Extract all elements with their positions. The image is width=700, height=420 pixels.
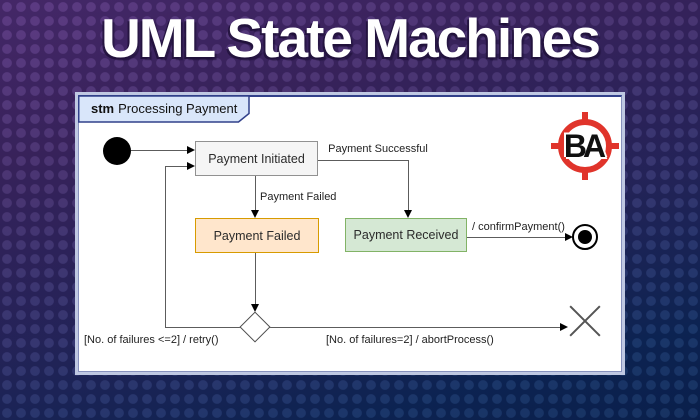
state-payment-failed: Payment Failed [195, 218, 319, 253]
transition-line [467, 237, 565, 238]
frame-tab-shape [78, 95, 250, 123]
transition-line [255, 176, 256, 210]
state-label: Payment Initiated [208, 151, 305, 166]
arrowhead-icon [187, 146, 195, 154]
transition-line [131, 150, 187, 151]
transition-line [165, 166, 187, 167]
brand-logo: BA [550, 111, 620, 181]
transition-line [165, 327, 244, 328]
arrowhead-icon [560, 323, 568, 331]
arrowhead-icon [187, 162, 195, 170]
crosshair-tick-icon [610, 143, 619, 149]
crosshair-tick-icon [551, 143, 560, 149]
transition-label-abort: [No. of failures=2] / abortProcess() [326, 334, 494, 346]
brand-logo-letters: BA [563, 127, 606, 164]
crosshair-ring-icon [558, 119, 612, 173]
crosshair-tick-icon [582, 112, 588, 121]
arrowhead-icon [251, 210, 259, 218]
arrowhead-icon [565, 233, 573, 241]
transition-label-payment-failed: Payment Failed [260, 191, 337, 203]
transition-line [255, 253, 256, 304]
final-state-node [572, 224, 598, 250]
crosshair-tick-icon [582, 171, 588, 180]
transition-line [318, 160, 409, 161]
transition-label-payment-successful: Payment Successful [328, 143, 428, 155]
terminate-node [570, 306, 600, 336]
page-title: UML State Machines [101, 7, 601, 69]
state-payment-received: Payment Received [345, 218, 467, 252]
arrowhead-icon [251, 304, 259, 312]
transition-label-confirm-payment: / confirmPayment() [472, 221, 565, 233]
arrowhead-icon [404, 210, 412, 218]
frame-keyword: stm [91, 101, 115, 116]
choice-diamond-node [239, 311, 271, 343]
transition-line [165, 166, 166, 327]
transition-line [266, 327, 560, 328]
state-payment-initiated: Payment Initiated [195, 141, 318, 176]
frame-name: Processing Payment [118, 101, 238, 116]
state-label: Payment Received [353, 228, 459, 242]
transition-label-retry: [No. of failures <=2] / retry() [84, 334, 219, 346]
state-label: Payment Failed [213, 228, 301, 243]
initial-state-node [103, 137, 131, 165]
final-state-dot [578, 230, 592, 244]
transition-line [408, 160, 409, 210]
